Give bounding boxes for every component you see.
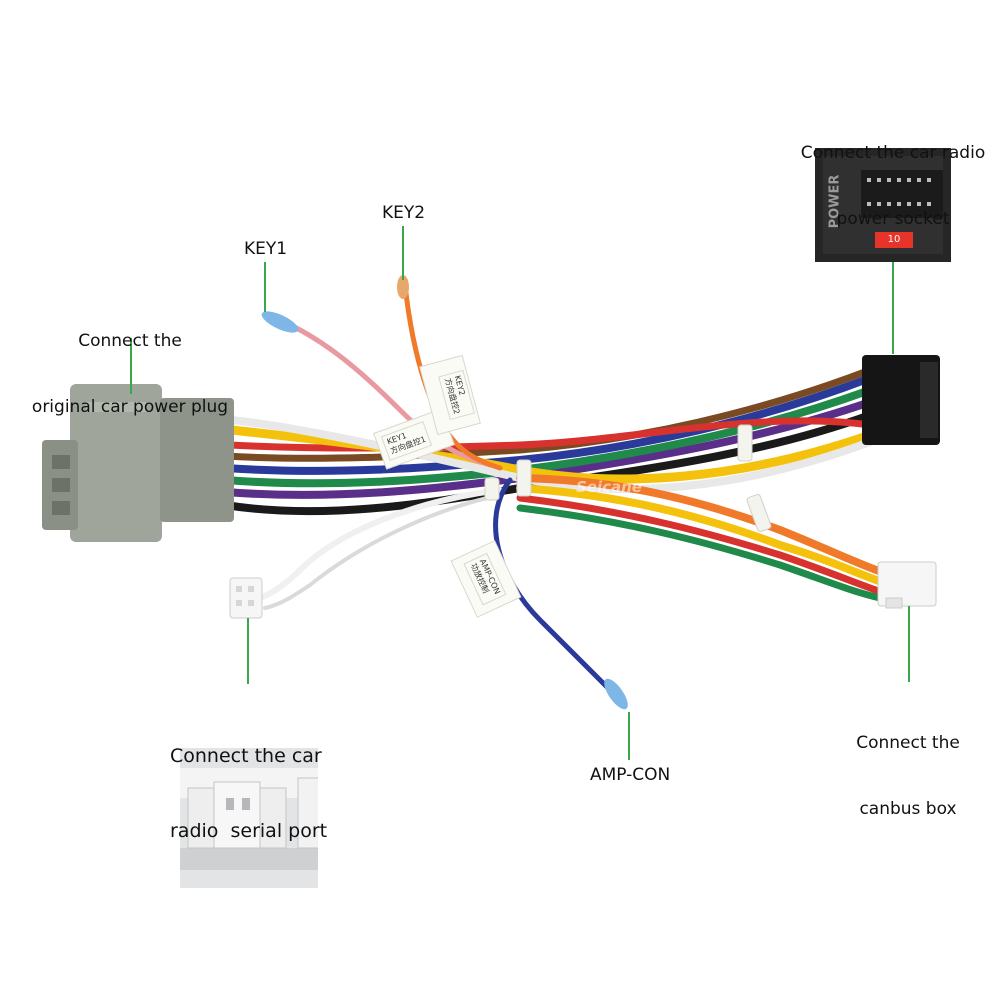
plug-ridge — [86, 402, 146, 412]
radio-power-connector — [862, 355, 940, 445]
wire-red — [226, 417, 874, 452]
wire-brown — [221, 366, 874, 462]
leader-key2 — [402, 226, 404, 280]
leader-original-plug — [130, 338, 132, 394]
leader-key1 — [264, 262, 266, 312]
wire-serial-1 — [252, 487, 503, 603]
leader-radio-power — [892, 262, 894, 354]
serial-port-inset — [180, 748, 318, 888]
power-socket-inset: POWER 10 — [815, 148, 951, 262]
canbus-latch — [885, 597, 903, 609]
serial-body — [229, 577, 263, 619]
cable-tie-4 — [484, 477, 500, 501]
cable-tie-2 — [737, 424, 753, 462]
label-original-plug: Connect the original car power plug — [18, 286, 242, 462]
serial-port-inset-graphic — [180, 748, 318, 888]
canbus-connector — [877, 561, 937, 609]
label-key1: KEY1 — [244, 239, 288, 259]
label-radio-power-line1: Connect the car radio — [800, 143, 986, 163]
bullet-ends — [261, 275, 628, 710]
power-socket-inset-graphic — [815, 148, 951, 262]
plug-slot-2 — [52, 478, 70, 492]
key2-bullet — [397, 275, 409, 299]
label-original-plug-line1: Connect the — [78, 331, 182, 351]
leader-canbus — [908, 606, 910, 682]
leader-serial-port — [247, 618, 249, 684]
wire-bundle — [221, 282, 894, 708]
plug-body — [70, 384, 162, 542]
label-amp-con: AMP-CON — [590, 765, 671, 785]
label-canbus: Connect the canbus box — [838, 688, 978, 864]
wire-key1 — [265, 312, 493, 468]
plug-slot-1 — [52, 455, 70, 469]
cable-ties — [484, 424, 772, 532]
wire-amp — [493, 477, 628, 708]
label-canbus-line1: Connect the — [856, 733, 960, 753]
wire-canbus-orange — [516, 474, 894, 579]
serial-connector — [229, 577, 263, 619]
label-serial-port-line1: Connect the car — [170, 745, 322, 767]
wire-serial-2 — [263, 493, 502, 610]
wire-canbus-yellow — [516, 484, 894, 589]
fuse — [875, 232, 913, 248]
label-key2: KEY2 — [382, 203, 426, 223]
wire-canbus-red — [516, 494, 894, 599]
original-car-plug — [42, 384, 234, 542]
cable-tie-1 — [516, 459, 532, 497]
label-radio-power-line2: power socket — [836, 209, 950, 229]
amp-bullet — [604, 678, 628, 710]
label-original-plug-line2: original car power plug — [31, 397, 229, 417]
brand-watermark: Seicane — [576, 478, 642, 496]
label-canbus-line2: canbus box — [859, 799, 957, 819]
canbus-body — [877, 561, 937, 607]
fuse-label: 10 — [887, 234, 901, 245]
key1-bullet — [261, 311, 299, 333]
wire-canbus-green — [516, 504, 894, 604]
leader-amp-con — [628, 712, 630, 760]
black-connector-face — [920, 362, 938, 438]
plug-rear — [160, 398, 234, 522]
plug-slot-3 — [52, 501, 70, 515]
label-serial-port-line2: radio serial port — [170, 820, 328, 842]
label-radio-power: Connect the car radio power socket — [778, 98, 1000, 274]
label-serial-port: Connect the car radio serial port — [170, 694, 327, 894]
cable-tie-3 — [746, 494, 772, 532]
